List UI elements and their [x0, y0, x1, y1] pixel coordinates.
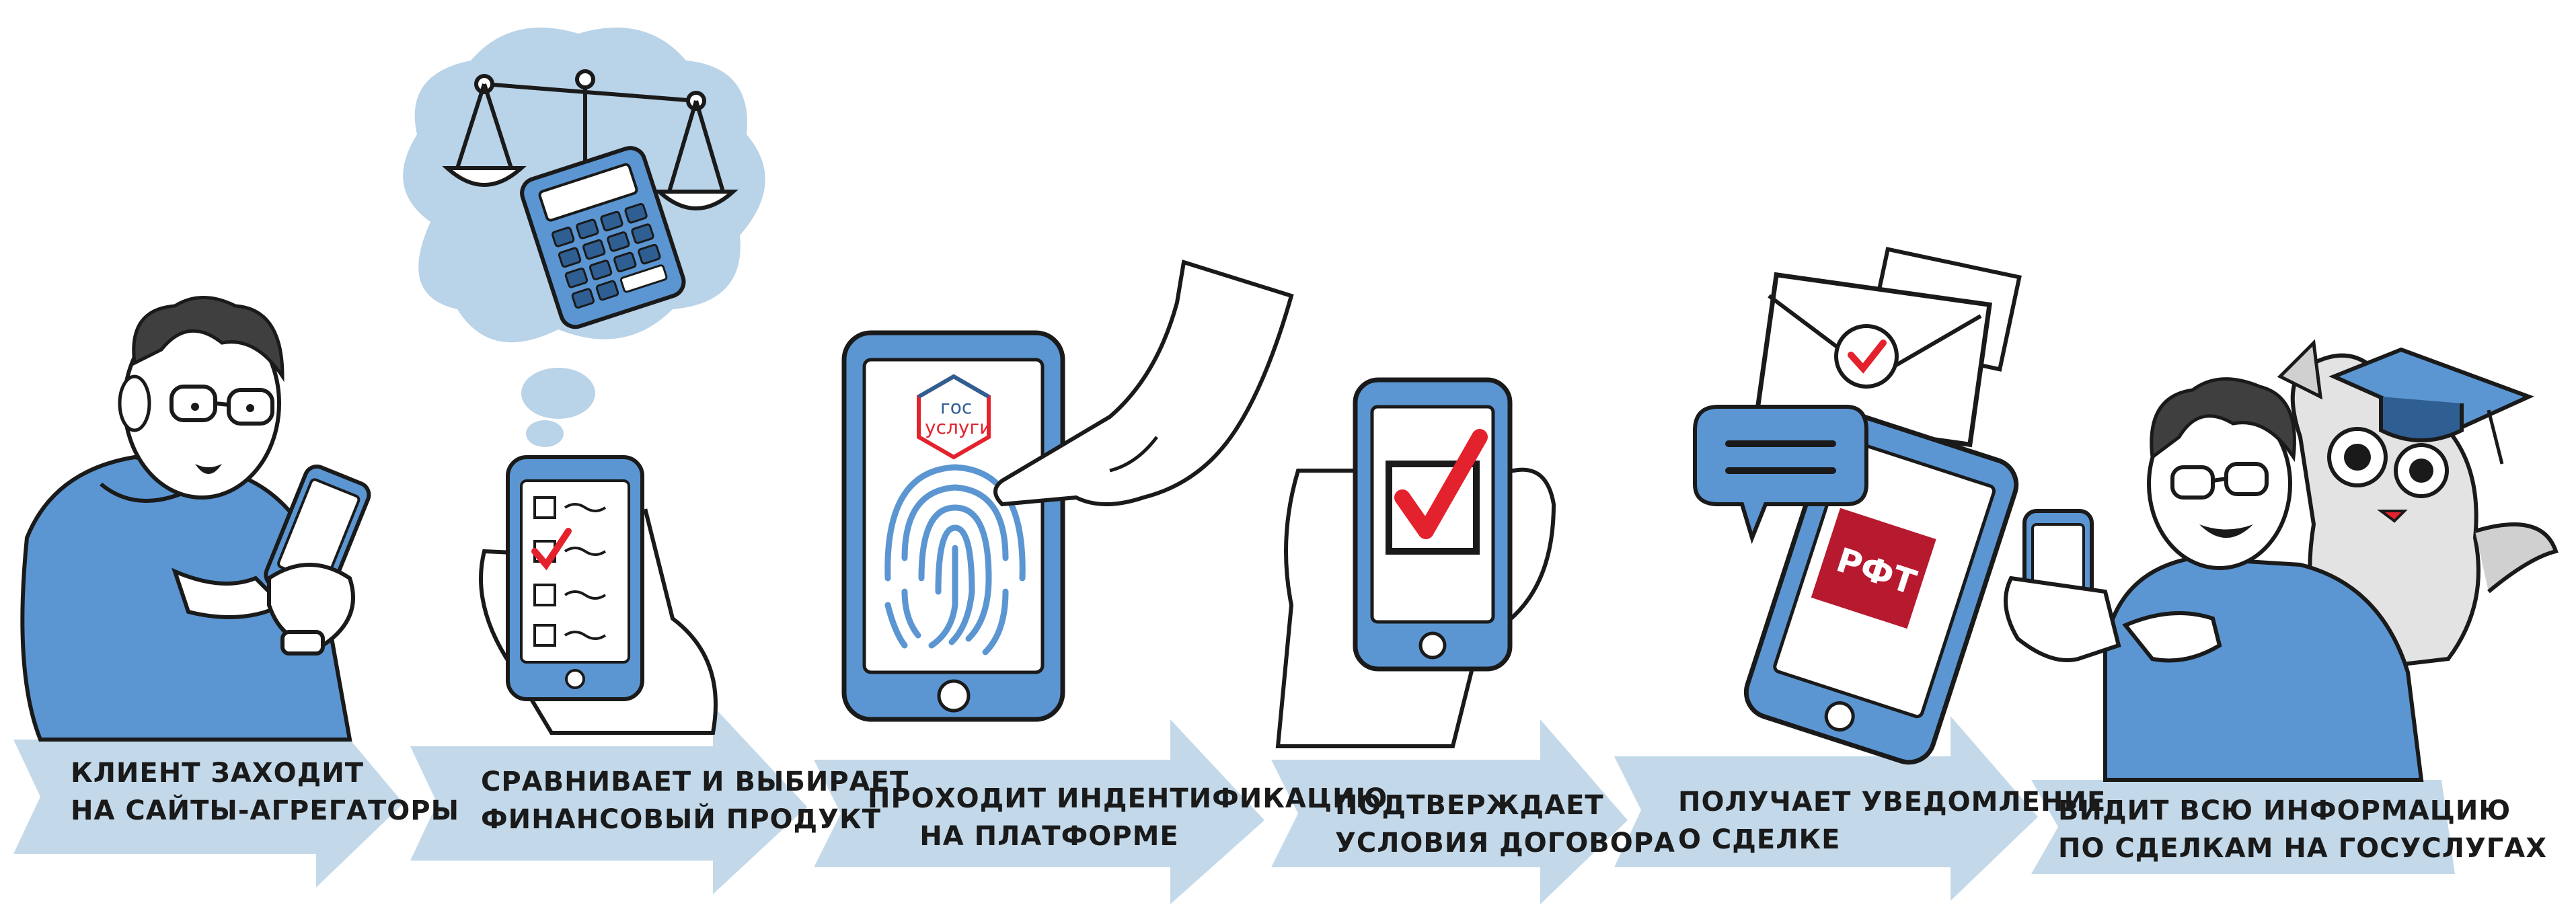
red-check-icon — [1394, 429, 1488, 539]
gosuslugi-logo-line1: гос — [940, 396, 972, 418]
step-6-line2: ПО СДЕЛКАМ НА ГОСУСЛУГАХ — [2058, 833, 2548, 864]
arrow-1 — [13, 699, 404, 887]
step-6-label: ВИДИТ ВСЮ ИНФОРМАЦИЮ ПО СДЕЛКАМ НА ГОСУС… — [2058, 792, 2548, 867]
notification-phone: РФТ — [1743, 412, 2019, 765]
man2-smile — [2199, 524, 2253, 538]
panel-5-notification: РФТ — [1693, 247, 2022, 765]
step-5-line1: ПОЛУЧАЕТ УВЕДОМЛЕНИЕ — [1678, 787, 2107, 818]
step-1-line2: НА САЙТЫ-АГРЕГАТОРЫ — [71, 795, 460, 826]
step-6-line1: ВИДИТ ВСЮ ИНФОРМАЦИЮ — [2058, 795, 2511, 826]
man-mouth — [195, 464, 222, 474]
calculator-icon — [520, 146, 686, 329]
scales-icon — [442, 69, 738, 210]
checklist-phone-icon — [506, 455, 644, 701]
man2-hair — [2150, 377, 2296, 463]
panel-2-compare — [403, 28, 765, 735]
step-5-label: ПОЛУЧАЕТ УВЕДОМЛЕНИЕ О СДЕЛКЕ — [1678, 783, 2106, 859]
step-3-line2: НА ПЛАТФОРМЕ — [919, 821, 1179, 852]
rft-logo — [1811, 508, 1936, 629]
step-2-line1: СРАВНИВАЕТ И ВЫБИРАЕТ — [481, 766, 909, 797]
pointing-hand — [993, 260, 1294, 507]
step-1-line1: КЛИЕНТ ЗАХОДИТ — [71, 758, 365, 789]
step-3-line1: ПРОХОДИТ ИНДЕНТИФИКАЦИЮ — [868, 783, 1388, 814]
pointing-hand — [2122, 611, 2222, 663]
fingerprint-icon — [884, 464, 1026, 656]
arrow-4 — [1271, 719, 1628, 904]
step-4-line2: УСЛОВИЯ ДОГОВОРА — [1335, 828, 1675, 859]
watch-icon — [280, 630, 325, 656]
graduation-cap-icon — [2328, 347, 2534, 465]
red-check-icon — [531, 528, 572, 571]
chat-bubble-icon — [1693, 405, 1868, 545]
step-2-line2: ФИНАНСОВЫЙ ПРОДУКТ — [481, 804, 881, 835]
checkbox-icon — [1386, 461, 1480, 555]
panel-3-identify: гос услуги — [841, 260, 1294, 722]
step-3-label: ПРОХОДИТ ИНДЕНТИФИКАЦИЮ НА ПЛАТФОРМЕ — [868, 780, 1388, 855]
arrow-6 — [2031, 780, 2455, 874]
panel-4-confirm — [1275, 377, 1556, 748]
panel-1-client — [20, 296, 371, 742]
step-2-label: СРАВНИВАЕТ И ВЫБИРАЕТ ФИНАНСОВЫЙ ПРОДУКТ — [481, 763, 909, 838]
step-1-label: КЛИЕНТ ЗАХОДИТ НА САЙТЫ-АГРЕГАТОРЫ — [71, 754, 459, 830]
envelope-icon — [1753, 247, 2022, 448]
step-4-line1: ПОДТВЕРЖДАЕТ — [1335, 790, 1604, 821]
gosuslugi-logo-line2: услуги — [925, 416, 991, 438]
gosuslugi-logo — [917, 374, 991, 460]
step-5-line2: О СДЕЛКЕ — [1678, 824, 1841, 855]
panel-6-gosuslugi — [2004, 339, 2559, 782]
man-hair — [132, 296, 285, 383]
glasses-icon — [169, 385, 274, 426]
glasses-icon — [2170, 462, 2269, 500]
arrow-5 — [1614, 716, 2038, 901]
arrow-band — [13, 699, 2455, 904]
arrow-3 — [814, 719, 1264, 904]
step-4-label: ПОДТВЕРЖДАЕТ УСЛОВИЯ ДОГОВОРА — [1335, 787, 1675, 862]
arrow-2 — [410, 706, 807, 894]
